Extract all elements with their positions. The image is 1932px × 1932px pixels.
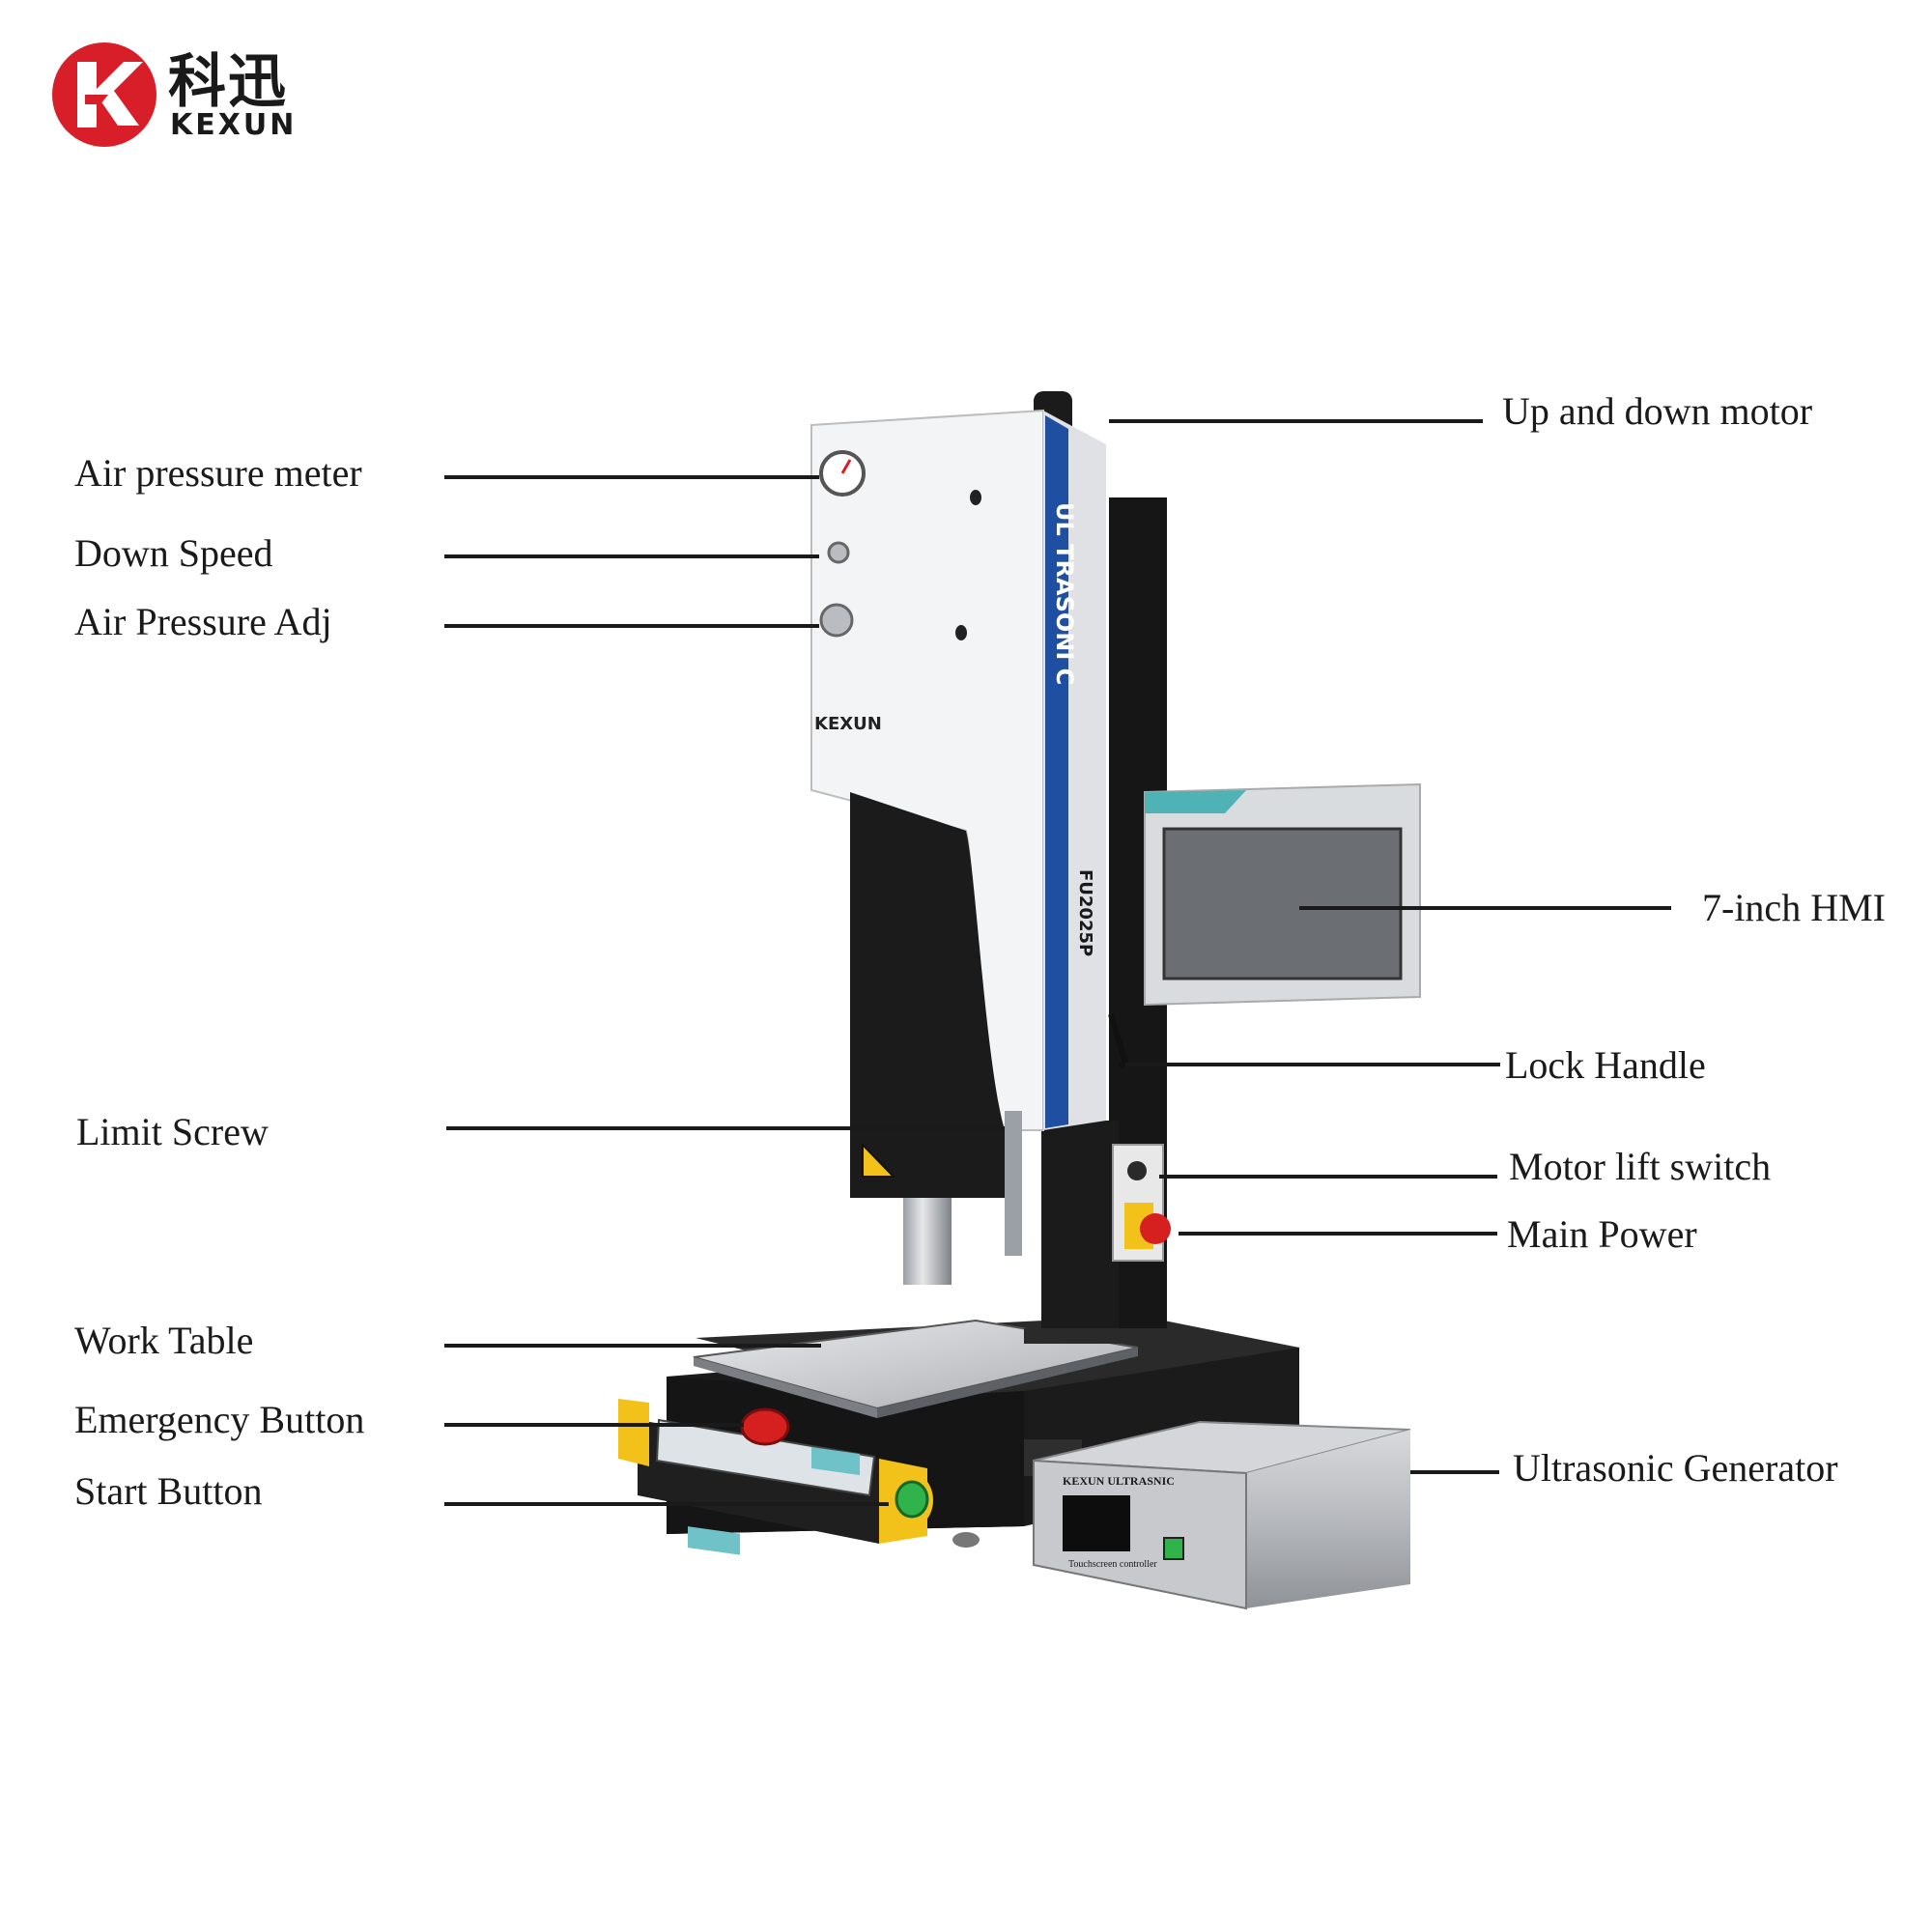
brand-logo: 科迅 KEXUN [46,37,365,153]
ultrasonic-generator: KEXUN ULTRASNIC Touchscreen controller [1033,1420,1411,1610]
label-air-pressure-adj: Air Pressure Adj [74,600,332,643]
label-emergency-button: Emergency Button [74,1398,365,1441]
label-lock-handle: Lock Handle [1505,1043,1706,1087]
generator-title: KEXUN ULTRASNIC [1063,1474,1175,1488]
brand-name-cn: 科迅 [168,48,288,116]
welding-head: UL TRASONI C FU2025P KEXUN [810,409,1106,1131]
motor-lift-switch[interactable] [1127,1161,1147,1180]
label-air-pressure-meter: Air pressure meter [74,451,362,495]
label-main-power: Main Power [1507,1212,1697,1256]
column-brand-text: KEXUN [814,714,882,734]
label-limit-screw: Limit Screw [76,1110,269,1153]
kexun-logo-mark-icon [52,43,156,147]
limit-screw [1005,1111,1022,1256]
air-pressure-knob[interactable] [819,603,854,638]
model-text: FU2025P [1075,869,1095,956]
label-7-inch-hmi: 7-inch HMI [1702,886,1886,929]
hmi-screen[interactable] [1162,827,1403,980]
control-panel [618,1399,933,1555]
label-work-table: Work Table [74,1319,254,1362]
machine-column [1024,497,1198,1344]
label-up-and-down-motor: Up and down motor [1502,389,1813,433]
brand-name-en: KEXUN [170,108,298,142]
label-motor-lift-switch: Motor lift switch [1509,1145,1772,1188]
label-down-speed: Down Speed [74,531,273,575]
start-button[interactable] [895,1480,929,1519]
side-band-text: UL TRASONI C [1051,502,1078,685]
generator-screen [1063,1495,1130,1551]
emergency-button[interactable] [740,1407,790,1446]
generator-screen-caption: Touchscreen controller [1068,1559,1157,1570]
generator-power-button[interactable] [1163,1537,1184,1560]
down-speed-knob[interactable] [827,541,850,564]
hmi-panel [1144,782,1421,1007]
label-start-button: Start Button [74,1469,263,1513]
label-ultrasonic-generator: Ultrasonic Generator [1513,1446,1838,1490]
actuator-horn [850,792,1022,1285]
main-power-switch[interactable] [1140,1213,1171,1244]
leader-lines [444,419,1671,1506]
